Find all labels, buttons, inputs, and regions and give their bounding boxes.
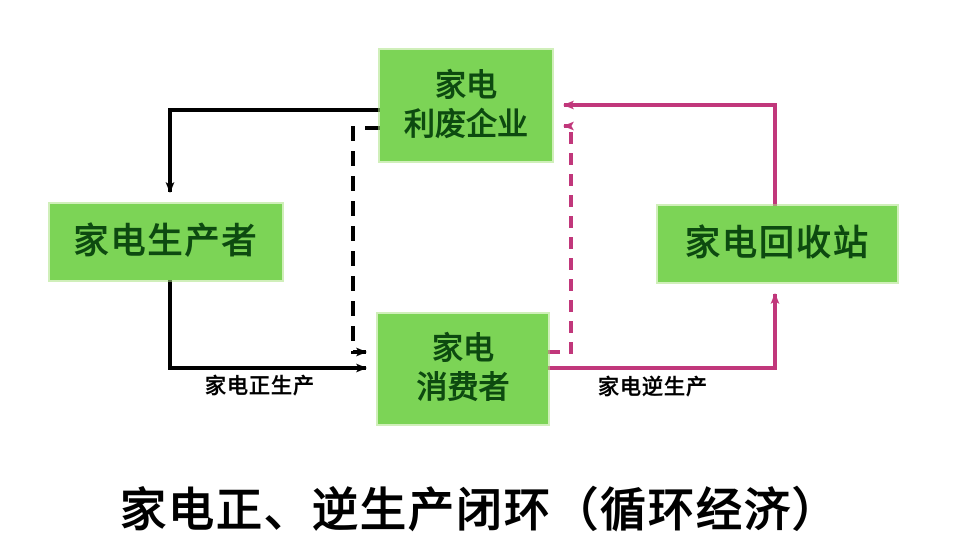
node-consumer-line1: 家电 [432,331,494,367]
node-producer-label: 家电生产者 [73,222,259,262]
edge-collection-to-recycler [563,100,777,206]
diagram-title: 家电正、逆生产闭环（循环经济） [120,485,840,536]
node-collection-station: 家电回收站 [658,206,897,282]
node-recycler-enterprise-line2: 利废企业 [404,106,528,142]
edge-consumer-to-collection [548,293,780,370]
node-recycler-enterprise-line1: 家电 [435,67,497,103]
node-collection-station-label: 家电回收站 [684,224,870,264]
edge-recycler-to-producer [165,108,380,193]
node-consumer: 家电 消费者 [378,314,548,424]
edge-label-reverse-production: 家电逆生产 [598,375,708,399]
node-producer: 家电生产者 [50,204,282,280]
edge-recycler-to-consumer-dashed [351,126,380,357]
edge-label-forward-production: 家电正生产 [205,374,315,398]
node-consumer-line2: 消费者 [416,370,510,405]
edge-producer-to-consumer [168,280,367,373]
node-recycler-enterprise: 家电 利废企业 [380,50,552,161]
edge-consumer-to-recycler-dashed [548,121,574,354]
